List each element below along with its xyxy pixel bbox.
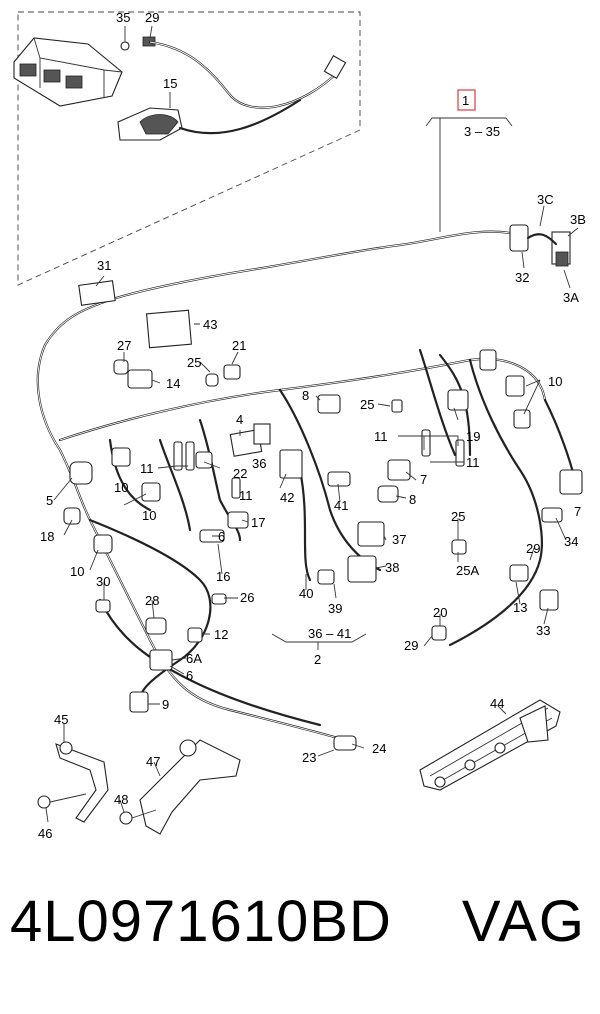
- wiring-harness-diagram: 35 29 15 1 3 – 35 3C 3B 32 3A 31 43 27 1…: [13, 10, 586, 841]
- bracket-47-48-part: [119, 739, 241, 835]
- callout-label: 44: [490, 696, 504, 711]
- main-harness-trunk: [36, 230, 577, 742]
- callout-label: 29: [404, 638, 418, 653]
- callout-label: 25A: [456, 563, 479, 578]
- rail-44-part: [419, 699, 561, 791]
- callout-label: 21: [232, 338, 246, 353]
- callout-label: 6: [186, 668, 193, 683]
- callout-label: 5: [46, 493, 53, 508]
- callout-label: 29: [526, 541, 540, 556]
- callout-label: 30: [96, 574, 110, 589]
- callout-label: 24: [372, 741, 386, 756]
- callout-label: 10: [548, 374, 562, 389]
- callout-label: 43: [203, 317, 217, 332]
- callout-label: 22: [233, 466, 247, 481]
- callout-label: 8: [302, 388, 309, 403]
- callout-label: 27: [117, 338, 131, 353]
- control-unit-part: [13, 37, 123, 107]
- callout-label: 10: [70, 564, 84, 579]
- callout-label: 28: [145, 593, 159, 608]
- callout-label: 45: [54, 712, 68, 727]
- callout-label: 35: [116, 10, 130, 25]
- callout-label: 17: [251, 515, 265, 530]
- callout-label: 32: [515, 270, 529, 285]
- callout-label: 1: [462, 93, 469, 108]
- callout-label: 7: [420, 472, 427, 487]
- callout-label: 41: [334, 498, 348, 513]
- callout-label: 26: [240, 590, 254, 605]
- callout-label: 14: [166, 376, 180, 391]
- caption-bar: 4L0971610BD VAG: [0, 888, 600, 984]
- callout-label: 3 – 35: [464, 124, 500, 139]
- callout-label: 6A: [186, 651, 202, 666]
- callout-label: 42: [280, 490, 294, 505]
- callout-label: 15: [163, 76, 177, 91]
- callout-label: 16: [216, 569, 230, 584]
- callout-label: 48: [114, 792, 128, 807]
- callout-label: 25: [451, 509, 465, 524]
- callout-label: 3B: [570, 212, 586, 227]
- callout-labels: 35 29 15 1 3 – 35 3C 3B 32 3A 31 43 27 1…: [38, 10, 586, 841]
- inset-frame: [17, 11, 361, 286]
- callout-label: 40: [299, 586, 313, 601]
- callout-label: 23: [302, 750, 316, 765]
- connector-parts: [63, 224, 583, 751]
- callout-label: 12: [214, 627, 228, 642]
- callout-label: 11: [466, 455, 480, 470]
- callout-1-highlight: [457, 89, 476, 111]
- callout-label: 25: [187, 355, 201, 370]
- connector-35-29: [120, 36, 347, 109]
- callout-label: 20: [433, 605, 447, 620]
- bracket-45-46-part: [37, 741, 109, 823]
- callout-label: 25: [360, 397, 374, 412]
- callout-label: 19: [466, 429, 480, 444]
- callout-label: 36: [252, 456, 266, 471]
- callout-label: 38: [385, 560, 399, 575]
- callout-label: 29: [145, 10, 159, 25]
- bracket-15-part: [117, 98, 302, 141]
- callout-label: 8: [409, 492, 416, 507]
- callout-label: 10: [142, 508, 156, 523]
- callout-label: 37: [392, 532, 406, 547]
- callout-label: 4: [236, 412, 243, 427]
- callout-label: 9: [162, 697, 169, 712]
- callout-label: 3C: [537, 192, 554, 207]
- callout-label: 11: [374, 429, 388, 444]
- callout-label: 10: [114, 480, 128, 495]
- callout-label: 34: [564, 534, 578, 549]
- callout-label: 11: [140, 461, 154, 476]
- callout-label: 3A: [563, 290, 579, 305]
- callout-label: 39: [328, 601, 342, 616]
- callout-label: 6: [218, 529, 225, 544]
- callout-label: 36 – 41: [308, 626, 351, 641]
- callout-label: 18: [40, 529, 54, 544]
- callout-label: 46: [38, 826, 52, 841]
- brand-name: VAG: [461, 889, 586, 954]
- leader-lines: [45, 25, 579, 823]
- callout-label: 33: [536, 623, 550, 638]
- callout-label: 7: [574, 504, 581, 519]
- callout-label: 47: [146, 754, 160, 769]
- callout-label: 2: [314, 652, 321, 667]
- callout-label: 31: [97, 258, 111, 273]
- callout-label: 11: [239, 488, 253, 503]
- part-number: 4L0971610BD: [10, 889, 392, 954]
- callout-label: 13: [513, 600, 527, 615]
